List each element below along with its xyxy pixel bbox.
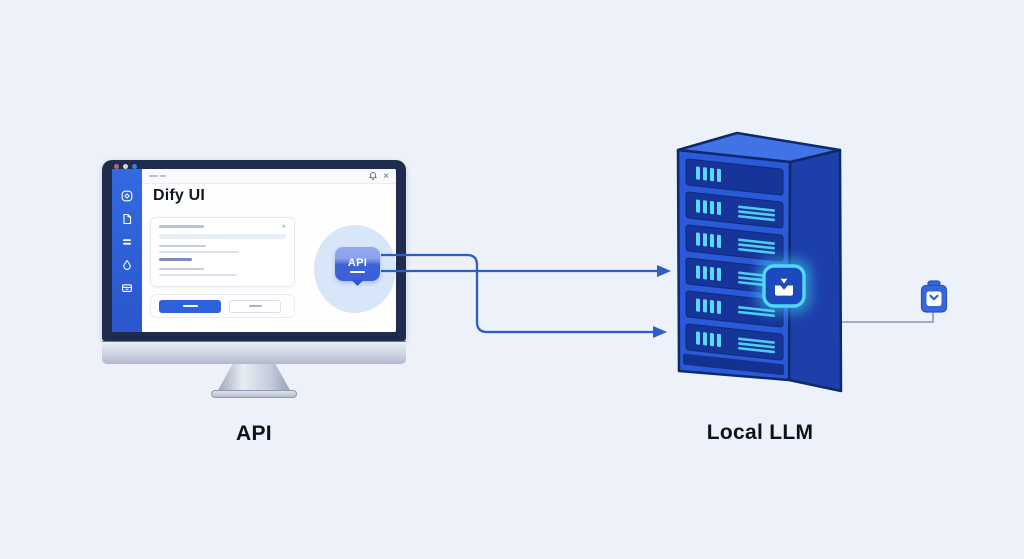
- droplet-icon: [123, 260, 131, 270]
- server-side-face: [787, 148, 843, 393]
- traffic-dot-blue: [132, 164, 137, 169]
- sidebar-item-documents[interactable]: [121, 213, 133, 225]
- arrow-curved: [381, 253, 653, 334]
- monitor: × Dify UI ×: [102, 160, 406, 398]
- page-title: Dify UI: [153, 187, 206, 204]
- form-card: ×: [150, 217, 295, 287]
- card-title-placeholder: [159, 225, 204, 228]
- sidebar-item-list[interactable]: [121, 236, 133, 248]
- text-line-placeholder: [159, 251, 239, 253]
- arrowhead-icon: [657, 265, 671, 277]
- compass-icon: [121, 190, 133, 202]
- sidebar-item-datasets[interactable]: [121, 259, 133, 271]
- text-line-placeholder: [159, 274, 237, 276]
- monitor-bezel: × Dify UI ×: [102, 160, 406, 341]
- monitor-chin: [102, 341, 406, 364]
- sidebar-item-storage[interactable]: [121, 282, 133, 294]
- monitor-stand: [217, 364, 291, 392]
- tab-label-placeholder: [149, 175, 166, 177]
- text-line-placeholder: [159, 268, 204, 270]
- archive-icon: [122, 284, 132, 292]
- llm-glow-chip: [757, 259, 811, 313]
- server-front-face: [676, 148, 792, 382]
- primary-button[interactable]: [159, 299, 221, 313]
- window-main: × Dify UI ×: [142, 169, 396, 332]
- api-badge: API: [335, 247, 380, 286]
- bell-icon[interactable]: [368, 171, 378, 181]
- window-traffic-lights: [114, 164, 137, 169]
- monitor-base: [211, 390, 297, 398]
- traffic-dot-red: [114, 164, 119, 169]
- window-content: Dify UI ×: [142, 184, 396, 332]
- clipboard-check-icon: [920, 280, 948, 313]
- server-rack-slots: [683, 158, 784, 376]
- arrowhead-icon: [653, 326, 667, 338]
- sidebar-item-explore[interactable]: [121, 190, 133, 202]
- traffic-dot-light: [123, 164, 128, 169]
- link-line-placeholder: [159, 258, 192, 261]
- server-to-clipboard-connector: [797, 312, 934, 323]
- api-badge-label: API: [347, 257, 368, 269]
- button-row: [150, 294, 295, 318]
- api-badge-tail: [351, 280, 364, 286]
- label-api: API: [236, 422, 272, 445]
- document-icon: [123, 213, 132, 225]
- server-plinth: [683, 353, 784, 376]
- inbox-icon: [775, 278, 793, 296]
- text-line-placeholder: [159, 245, 206, 247]
- api-request-arrows: [381, 253, 671, 338]
- app-sidebar: [112, 169, 142, 332]
- secondary-button[interactable]: [229, 299, 281, 313]
- api-badge-underline: [350, 271, 365, 273]
- window-topbar: ×: [142, 169, 396, 184]
- label-local-llm: Local LLM: [706, 421, 814, 444]
- server-tower: [676, 131, 843, 393]
- server-top-face: [676, 131, 842, 164]
- list-icon: [123, 239, 131, 245]
- window-close-button[interactable]: ×: [383, 170, 389, 182]
- monitor-screen: × Dify UI ×: [112, 169, 396, 332]
- card-close-button[interactable]: ×: [281, 222, 286, 231]
- input-field-placeholder[interactable]: [159, 234, 286, 239]
